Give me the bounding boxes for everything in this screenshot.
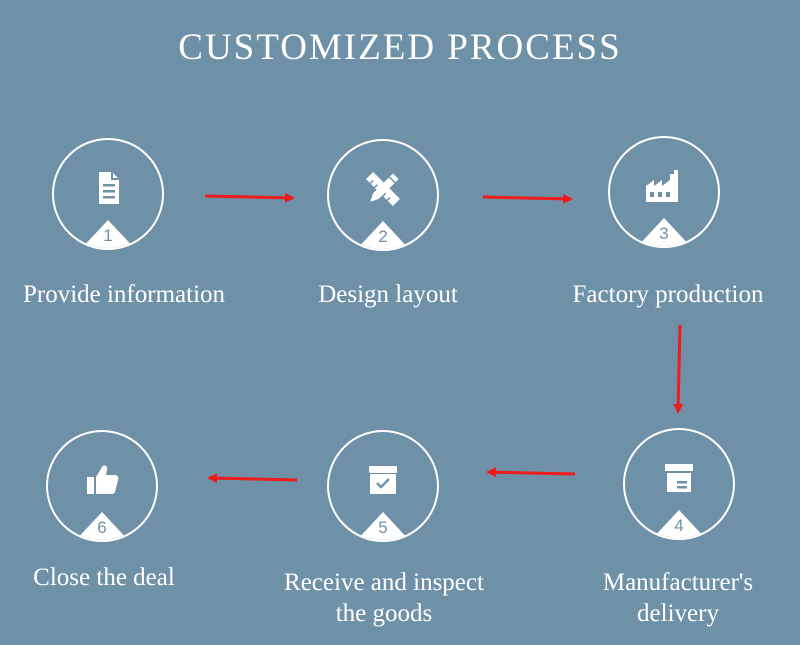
step-number-badge bbox=[636, 218, 692, 246]
step-number: 5 bbox=[378, 518, 388, 537]
thumbs-up-icon bbox=[87, 465, 119, 494]
step-number: 2 bbox=[378, 227, 388, 246]
inbox-check-icon bbox=[369, 466, 397, 494]
step-number-badge bbox=[80, 220, 136, 248]
arrow-2-to-3 bbox=[482, 193, 573, 204]
step-3-circle: 3 bbox=[608, 136, 720, 248]
step-number: 6 bbox=[97, 518, 107, 537]
arrow-1-to-2 bbox=[204, 192, 295, 203]
step-1-label: Provide information bbox=[22, 281, 226, 308]
step-number-badge bbox=[651, 510, 707, 538]
factory-icon bbox=[646, 170, 678, 202]
arrow-5-to-6 bbox=[207, 473, 298, 484]
document-icon bbox=[99, 172, 119, 204]
step-6-label: Close the deal bbox=[33, 564, 175, 591]
step-2-label: Design layout bbox=[318, 281, 458, 308]
step-number: 3 bbox=[659, 224, 669, 243]
step-2-circle: 2 bbox=[327, 139, 439, 251]
box-icon bbox=[665, 464, 693, 492]
step-1-circle: 1 bbox=[52, 138, 164, 250]
step-6-circle: 6 bbox=[46, 430, 158, 542]
arrow-4-to-5 bbox=[486, 467, 576, 478]
step-4-circle: 4 bbox=[623, 428, 735, 540]
page-title: CUSTOMIZED PROCESS bbox=[178, 27, 622, 68]
pencil-ruler-icon bbox=[366, 172, 400, 206]
step-number-badge bbox=[74, 512, 130, 540]
step-number-badge bbox=[355, 221, 411, 249]
step-3-label: Factory production bbox=[572, 281, 764, 308]
step-4-label-line1: Manufacturer's bbox=[602, 569, 754, 596]
step-4-label-line2: delivery bbox=[637, 600, 719, 627]
step-5-label-line1: Receive and inspect bbox=[284, 569, 484, 596]
step-4-label: Manufacturer's delivery bbox=[560, 567, 796, 629]
step-number-badge bbox=[355, 512, 411, 540]
step-5-label: Receive and inspect the goods bbox=[264, 567, 504, 629]
step-5-label-line2: the goods bbox=[335, 600, 433, 627]
step-number: 1 bbox=[103, 226, 113, 245]
step-5-circle: 5 bbox=[327, 430, 439, 542]
arrow-3-to-4 bbox=[673, 324, 684, 414]
step-number: 4 bbox=[674, 516, 684, 535]
